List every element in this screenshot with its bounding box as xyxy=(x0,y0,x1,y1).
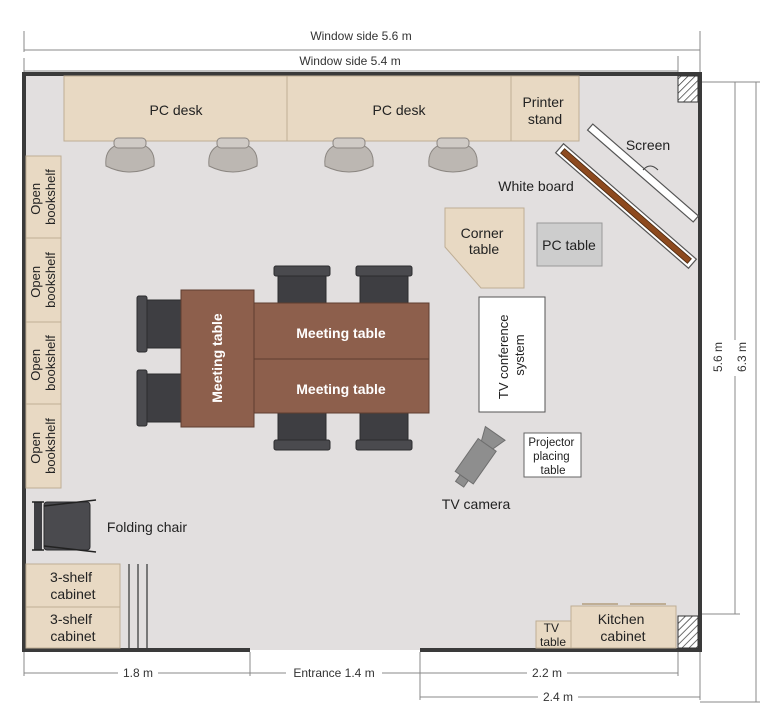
tv-table[interactable] xyxy=(535,620,572,649)
coat-rack xyxy=(128,564,148,648)
svg-text:Open bookshelf: Open bookshelf xyxy=(28,169,58,225)
tv-conference-label: TV conference system xyxy=(496,311,527,399)
kitchen-cabinet-label: Kitchen cabinet xyxy=(598,611,649,644)
office-chair[interactable] xyxy=(428,137,478,173)
meeting-table-vertical-label: Meeting table xyxy=(209,313,225,403)
pc-desk-1[interactable] xyxy=(63,75,288,142)
pc-desk-2-label: PC desk xyxy=(373,102,427,118)
office-chair[interactable] xyxy=(324,137,374,173)
meeting-table-bottom[interactable] xyxy=(251,358,430,414)
corner-table[interactable] xyxy=(444,207,525,289)
tv-camera-label: TV camera xyxy=(442,496,511,512)
cabinet-2[interactable] xyxy=(25,606,121,649)
meeting-chair-top-2[interactable] xyxy=(355,265,413,305)
folding-chair[interactable] xyxy=(32,499,97,553)
office-chair[interactable] xyxy=(208,137,258,173)
tv-conference-system[interactable] xyxy=(478,296,546,413)
cabinet-1-label: 3-shelf cabinet xyxy=(50,569,96,602)
white-board[interactable] xyxy=(554,142,698,270)
screen-pull-icon xyxy=(642,165,659,171)
printer-stand[interactable] xyxy=(510,75,580,142)
pc-table[interactable] xyxy=(536,222,603,267)
office-chair[interactable] xyxy=(105,137,155,173)
svg-text:Open bookshelf: Open bookshelf xyxy=(28,418,58,474)
dim-entrance: Entrance 1.4 m xyxy=(293,666,374,680)
meeting-table-top-label: Meeting table xyxy=(296,325,386,341)
projector-placing-table[interactable] xyxy=(523,432,582,478)
cabinet-2-label: 3-shelf cabinet xyxy=(50,611,96,644)
white-board-label: White board xyxy=(498,178,573,194)
meeting-chair-top-1[interactable] xyxy=(273,265,331,305)
dimension-labels: Window side 5.6 m Window side 5.4 m 5.6 … xyxy=(118,27,749,705)
svg-text:Open bookshelf: Open bookshelf xyxy=(28,252,58,308)
meeting-chair-bottom-1[interactable] xyxy=(273,411,331,451)
walls xyxy=(22,72,702,652)
dim-bottom-left: 1.8 m xyxy=(123,666,153,680)
meeting-table-bottom-label: Meeting table xyxy=(296,381,386,397)
pc-table-label: PC table xyxy=(542,237,596,253)
dim-bottom-right-outer: 2.4 m xyxy=(543,690,573,704)
dim-height-inner: 5.6 m xyxy=(711,342,725,372)
kitchen-cabinet[interactable] xyxy=(570,605,677,649)
bookshelf-3[interactable]: Open bookshelf xyxy=(25,321,62,405)
dim-bottom-right-inner: 2.2 m xyxy=(532,666,562,680)
meeting-chair-left-2[interactable] xyxy=(136,369,184,427)
dim-height-outer: 6.3 m xyxy=(735,342,749,372)
meeting-table-vertical[interactable] xyxy=(180,289,255,428)
dim-window-side-inner: Window side 5.4 m xyxy=(299,54,400,68)
svg-text:Open bookshelf: Open bookshelf xyxy=(28,335,58,391)
cabinet-1[interactable] xyxy=(25,563,121,608)
meeting-chair-left-1[interactable] xyxy=(136,295,184,353)
projector-label: Projector placing table xyxy=(528,437,577,477)
printer-stand-label: Printer stand xyxy=(522,94,567,127)
meeting-table-top[interactable] xyxy=(251,302,430,360)
pillar-bottom-right xyxy=(677,615,699,649)
projection-screen[interactable] xyxy=(586,123,700,223)
bookshelf-1[interactable]: Open bookshelf xyxy=(25,155,62,239)
pillar-top-right xyxy=(677,75,699,103)
folding-chair-label: Folding chair xyxy=(107,519,187,535)
dim-window-side-outer: Window side 5.6 m xyxy=(310,29,411,43)
meeting-chair-bottom-2[interactable] xyxy=(355,411,413,451)
pc-desk-1-label: PC desk xyxy=(150,102,204,118)
tv-camera-icon[interactable] xyxy=(450,425,506,492)
bookshelf-4[interactable]: Open bookshelf xyxy=(25,403,62,489)
corner-table-label: Corner table xyxy=(461,225,508,257)
screen-label: Screen xyxy=(626,137,670,153)
bookshelf-2[interactable]: Open bookshelf xyxy=(25,237,62,323)
pc-desk-2[interactable] xyxy=(286,75,512,142)
tv-table-label: TV table xyxy=(540,621,566,649)
